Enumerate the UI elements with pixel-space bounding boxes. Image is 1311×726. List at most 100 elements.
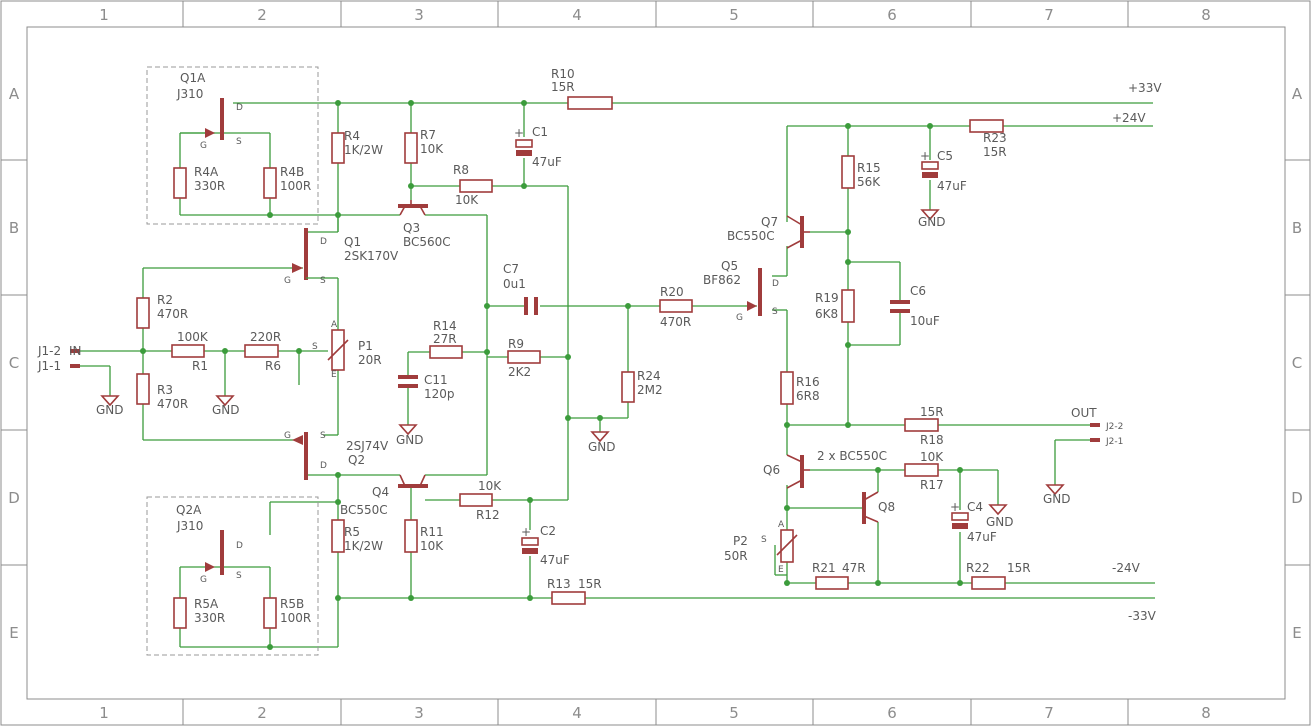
- column-label: 7: [1044, 704, 1054, 722]
- q7-label: Q7: [761, 215, 778, 229]
- plus-sign: +: [521, 525, 531, 539]
- c1-value: 47uF: [532, 155, 562, 169]
- r15-label: R15: [857, 161, 881, 175]
- r14-value: 27R: [433, 332, 457, 346]
- column-label: 3: [414, 6, 424, 24]
- q5-label: Q5: [721, 259, 738, 273]
- row-label: E: [1292, 624, 1301, 642]
- c5-label: C5: [937, 149, 953, 163]
- r8-value: 10K: [455, 193, 479, 207]
- r12-label: R12: [476, 508, 500, 522]
- r19-value: 6K8: [815, 307, 838, 321]
- rail-label-plus-33v: +33V: [1128, 81, 1162, 95]
- r24-label: R24: [637, 369, 661, 383]
- c7-label: C7: [503, 262, 519, 276]
- row-label: A: [9, 85, 20, 103]
- r16-value: 6R8: [796, 389, 820, 403]
- column-label: 5: [729, 6, 739, 24]
- c11-label: C11: [424, 373, 448, 387]
- q1a-module-box: [146, 66, 319, 225]
- r6-value: 220R: [250, 330, 281, 344]
- r7-label: R7: [420, 128, 436, 142]
- r20-value: 470R: [660, 315, 691, 329]
- j1-2-label: J1-2: [37, 344, 61, 358]
- q2-label: Q2: [348, 453, 365, 467]
- row-label: B: [1292, 219, 1302, 237]
- r22-value: 15R: [1007, 561, 1031, 575]
- pin-label: A: [778, 520, 785, 530]
- p1-value: 20R: [358, 353, 382, 367]
- r17-label: R17: [920, 478, 944, 492]
- gnd-label: GND: [918, 215, 946, 229]
- r21-label: R21: [812, 561, 836, 575]
- c11-value: 120p: [424, 387, 455, 401]
- gnd-label: GND: [1043, 492, 1071, 506]
- out-label: OUT: [1071, 406, 1097, 420]
- r11-label: R11: [420, 525, 444, 539]
- capacitors: [398, 139, 969, 554]
- q2a-label: Q2A: [176, 503, 202, 517]
- gnd-label: GND: [96, 403, 124, 417]
- r13-label: R13: [547, 577, 571, 591]
- r10-label: R10: [551, 67, 575, 81]
- pin-label: S: [320, 431, 326, 441]
- r9-value: 2K2: [508, 365, 531, 379]
- j1-1-label: J1-1: [37, 359, 61, 373]
- c6-label: C6: [910, 284, 926, 298]
- r8-label: R8: [453, 163, 469, 177]
- row-label: D: [8, 489, 20, 507]
- r1-label: R1: [192, 359, 208, 373]
- c1-label: C1: [532, 125, 548, 139]
- row-label: C: [9, 354, 19, 372]
- in-label: IN: [69, 344, 82, 358]
- r22-label: R22: [966, 561, 990, 575]
- q3-value: BC560C: [403, 235, 451, 249]
- column-label: 1: [99, 704, 109, 722]
- r18-label: R18: [920, 433, 944, 447]
- column-label: 5: [729, 704, 739, 722]
- pin-label: S: [772, 307, 778, 317]
- c2-label: C2: [540, 524, 556, 538]
- pin-label: S: [236, 571, 242, 581]
- r2-value: 470R: [157, 307, 188, 321]
- column-label: 1: [99, 6, 109, 24]
- transistors: [180, 98, 879, 575]
- r23-label: R23: [983, 131, 1007, 145]
- q5-value: BF862: [703, 273, 741, 287]
- column-label: 2: [257, 704, 267, 722]
- pin-label: G: [284, 431, 291, 441]
- resistors: [136, 96, 1006, 629]
- r4a-value: 330R: [194, 179, 225, 193]
- r9-label: R9: [508, 337, 524, 351]
- r4b-value: 100R: [280, 179, 311, 193]
- q6-label: Q6: [763, 463, 780, 477]
- r5b-value: 100R: [280, 611, 311, 625]
- q8-label: Q8: [878, 500, 895, 514]
- q2-value: 2SJ74V: [346, 439, 389, 453]
- pin-label: D: [320, 461, 327, 471]
- row-label: D: [1291, 489, 1303, 507]
- r13-value: 15R: [578, 577, 602, 591]
- row-labels-left: A B C D E: [8, 85, 20, 642]
- r5a-label: R5A: [194, 597, 219, 611]
- q2a-value: J310: [176, 519, 203, 533]
- column-label: 6: [887, 6, 897, 24]
- r16-label: R16: [796, 375, 820, 389]
- row-label: B: [9, 219, 19, 237]
- column-labels-bottom: 1 2 3 4 5 6 7 8: [99, 704, 1211, 722]
- p2-label: P2: [733, 534, 748, 548]
- r19-label: R19: [815, 291, 839, 305]
- r5-value: 1K/2W: [344, 539, 383, 553]
- column-label: 4: [572, 704, 582, 722]
- wires: [70, 102, 1155, 648]
- rail-label-plus-24v: +24V: [1112, 111, 1146, 125]
- r5a-value: 330R: [194, 611, 225, 625]
- r10-value: 15R: [551, 80, 575, 94]
- c7-value: 0u1: [503, 277, 526, 291]
- r17-value: 10K: [920, 450, 944, 464]
- r14-label: R14: [433, 319, 457, 333]
- q1-value: 2SK170V: [344, 249, 399, 263]
- q4-label: Q4: [372, 485, 389, 499]
- r2-label: R2: [157, 293, 173, 307]
